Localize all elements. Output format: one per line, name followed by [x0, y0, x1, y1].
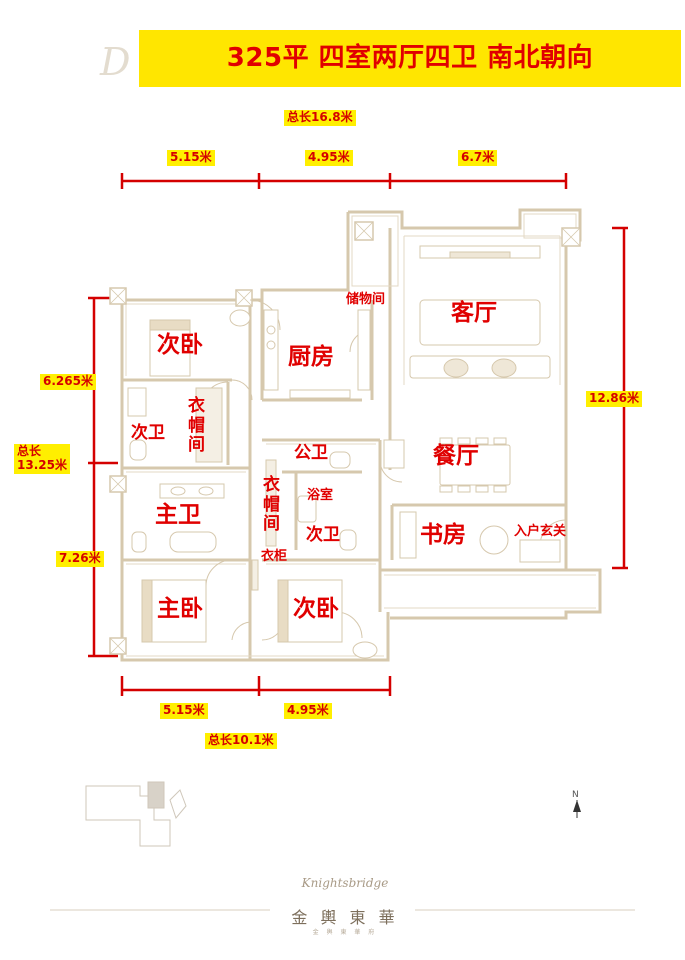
left-lower-dimension: 7.26米 [56, 551, 104, 567]
key-plan [85, 781, 187, 847]
top-segment-2-dimension: 4.95米 [305, 150, 353, 166]
room-label-kitchen: 厨房 [288, 344, 334, 370]
right-dimension: 12.86米 [586, 391, 642, 407]
left-total-line-2: 13.25米 [17, 457, 67, 472]
room-label-bedroom-s: 次卧 [293, 596, 339, 622]
top-segment-3-dimension: 6.7米 [458, 150, 498, 166]
room-label-dining: 餐厅 [433, 443, 479, 469]
brand-subtitle: 金 輿 東 華 府 [312, 929, 378, 936]
bath-furniture [129, 439, 357, 591]
decorative-letter: D [99, 40, 130, 84]
room-label-cloak-mid: 衣帽间 [263, 475, 280, 535]
top-total-dimension: 总长16.8米 [284, 110, 356, 126]
room-label-wardrobe: 衣柜 [261, 549, 288, 564]
top-segment-1-dimension: 5.15米 [167, 150, 215, 166]
brand-english: Knightsbridge [301, 876, 389, 890]
living-furniture [409, 245, 551, 379]
room-label-study: 书房 [420, 522, 466, 548]
study-furniture [383, 439, 561, 563]
room-label-bath-w: 次卫 [131, 423, 165, 443]
headline-banner: 325平 四室两厅四卫 南北朝向 [139, 30, 681, 87]
wall-details [125, 213, 596, 657]
dining-furniture [439, 437, 511, 493]
left-total-line-1: 总长 [17, 444, 42, 458]
bottom-segment-2-dimension: 4.95米 [284, 703, 332, 719]
room-label-public-bath: 公卫 [294, 443, 328, 463]
room-label-bedroom-nw: 次卧 [157, 332, 203, 358]
left-total-dimension: 总长 13.25米 [14, 444, 70, 474]
compass-icon [573, 800, 581, 818]
room-label-entrance: 入户玄关 [514, 524, 567, 539]
room-label-bath-mid: 次卫 [306, 525, 340, 545]
room-label-cloak-w: 衣帽间 [188, 396, 205, 456]
columns [109, 221, 581, 655]
room-label-master-bedroom: 主卧 [157, 596, 203, 622]
bottom-total-dimension: 总长10.1米 [205, 733, 277, 749]
room-label-living: 客厅 [451, 300, 497, 326]
room-label-storage: 储物间 [346, 292, 386, 307]
walls [120, 208, 602, 662]
left-upper-dimension: 6.265米 [40, 374, 96, 390]
bedroom-furniture [127, 309, 378, 659]
compass-label: N [572, 790, 579, 800]
kitchen-furniture [263, 309, 371, 399]
bottom-segment-1-dimension: 5.15米 [160, 703, 208, 719]
room-label-master-bath: 主卫 [155, 502, 201, 528]
room-label-bathroom: 浴室 [307, 488, 334, 503]
brand-chinese: 金 輿 東 華 [291, 908, 399, 927]
